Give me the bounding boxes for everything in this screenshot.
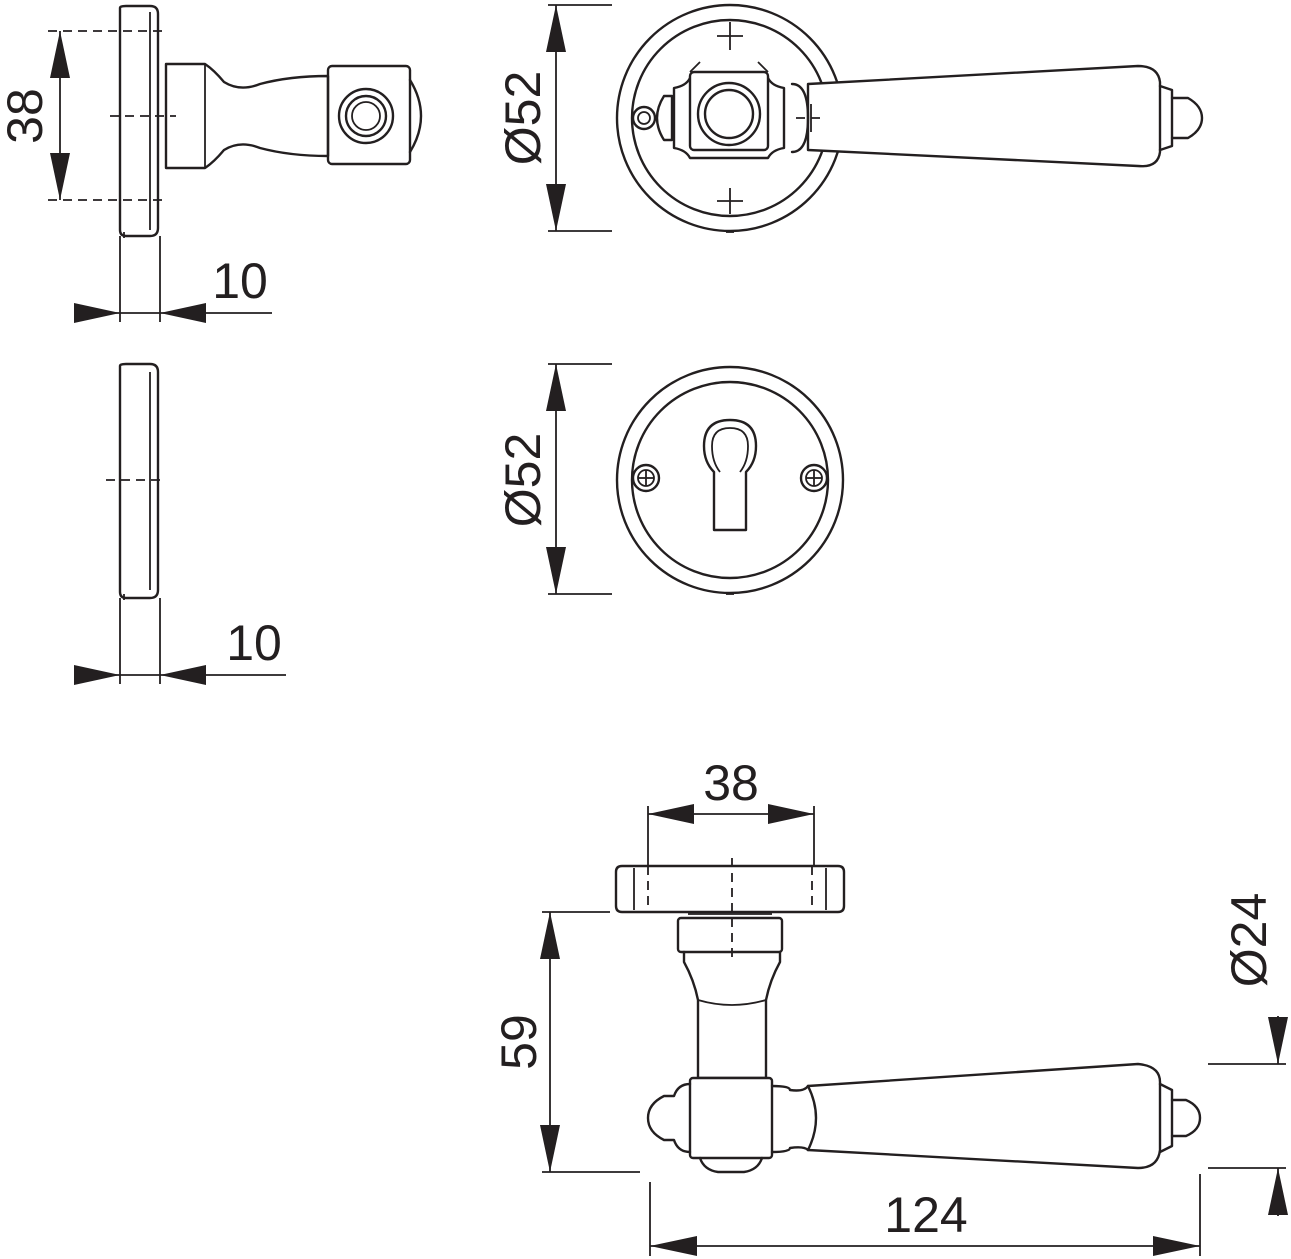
dim-lever-length: 124 (884, 1187, 967, 1243)
dim-rose-diameter: Ø52 (495, 71, 551, 166)
dim-lever-projection: 59 (491, 1014, 547, 1070)
dim-side-rose-depth: 10 (212, 253, 268, 309)
dim-lever-diameter: Ø24 (1221, 893, 1277, 988)
dim-side-rose-height: 38 (0, 88, 53, 144)
front-view-lever-rose (546, 3, 1204, 233)
dim-top-rose-width: 38 (703, 755, 759, 811)
front-view-escutcheon (546, 363, 845, 595)
top-view-lever (540, 804, 1288, 1256)
dim-escutcheon-diameter: Ø52 (495, 433, 551, 528)
dim-escutcheon-depth: 10 (226, 615, 282, 671)
side-view-lever-rose (48, 4, 423, 323)
side-view-escutcheon (74, 362, 286, 685)
